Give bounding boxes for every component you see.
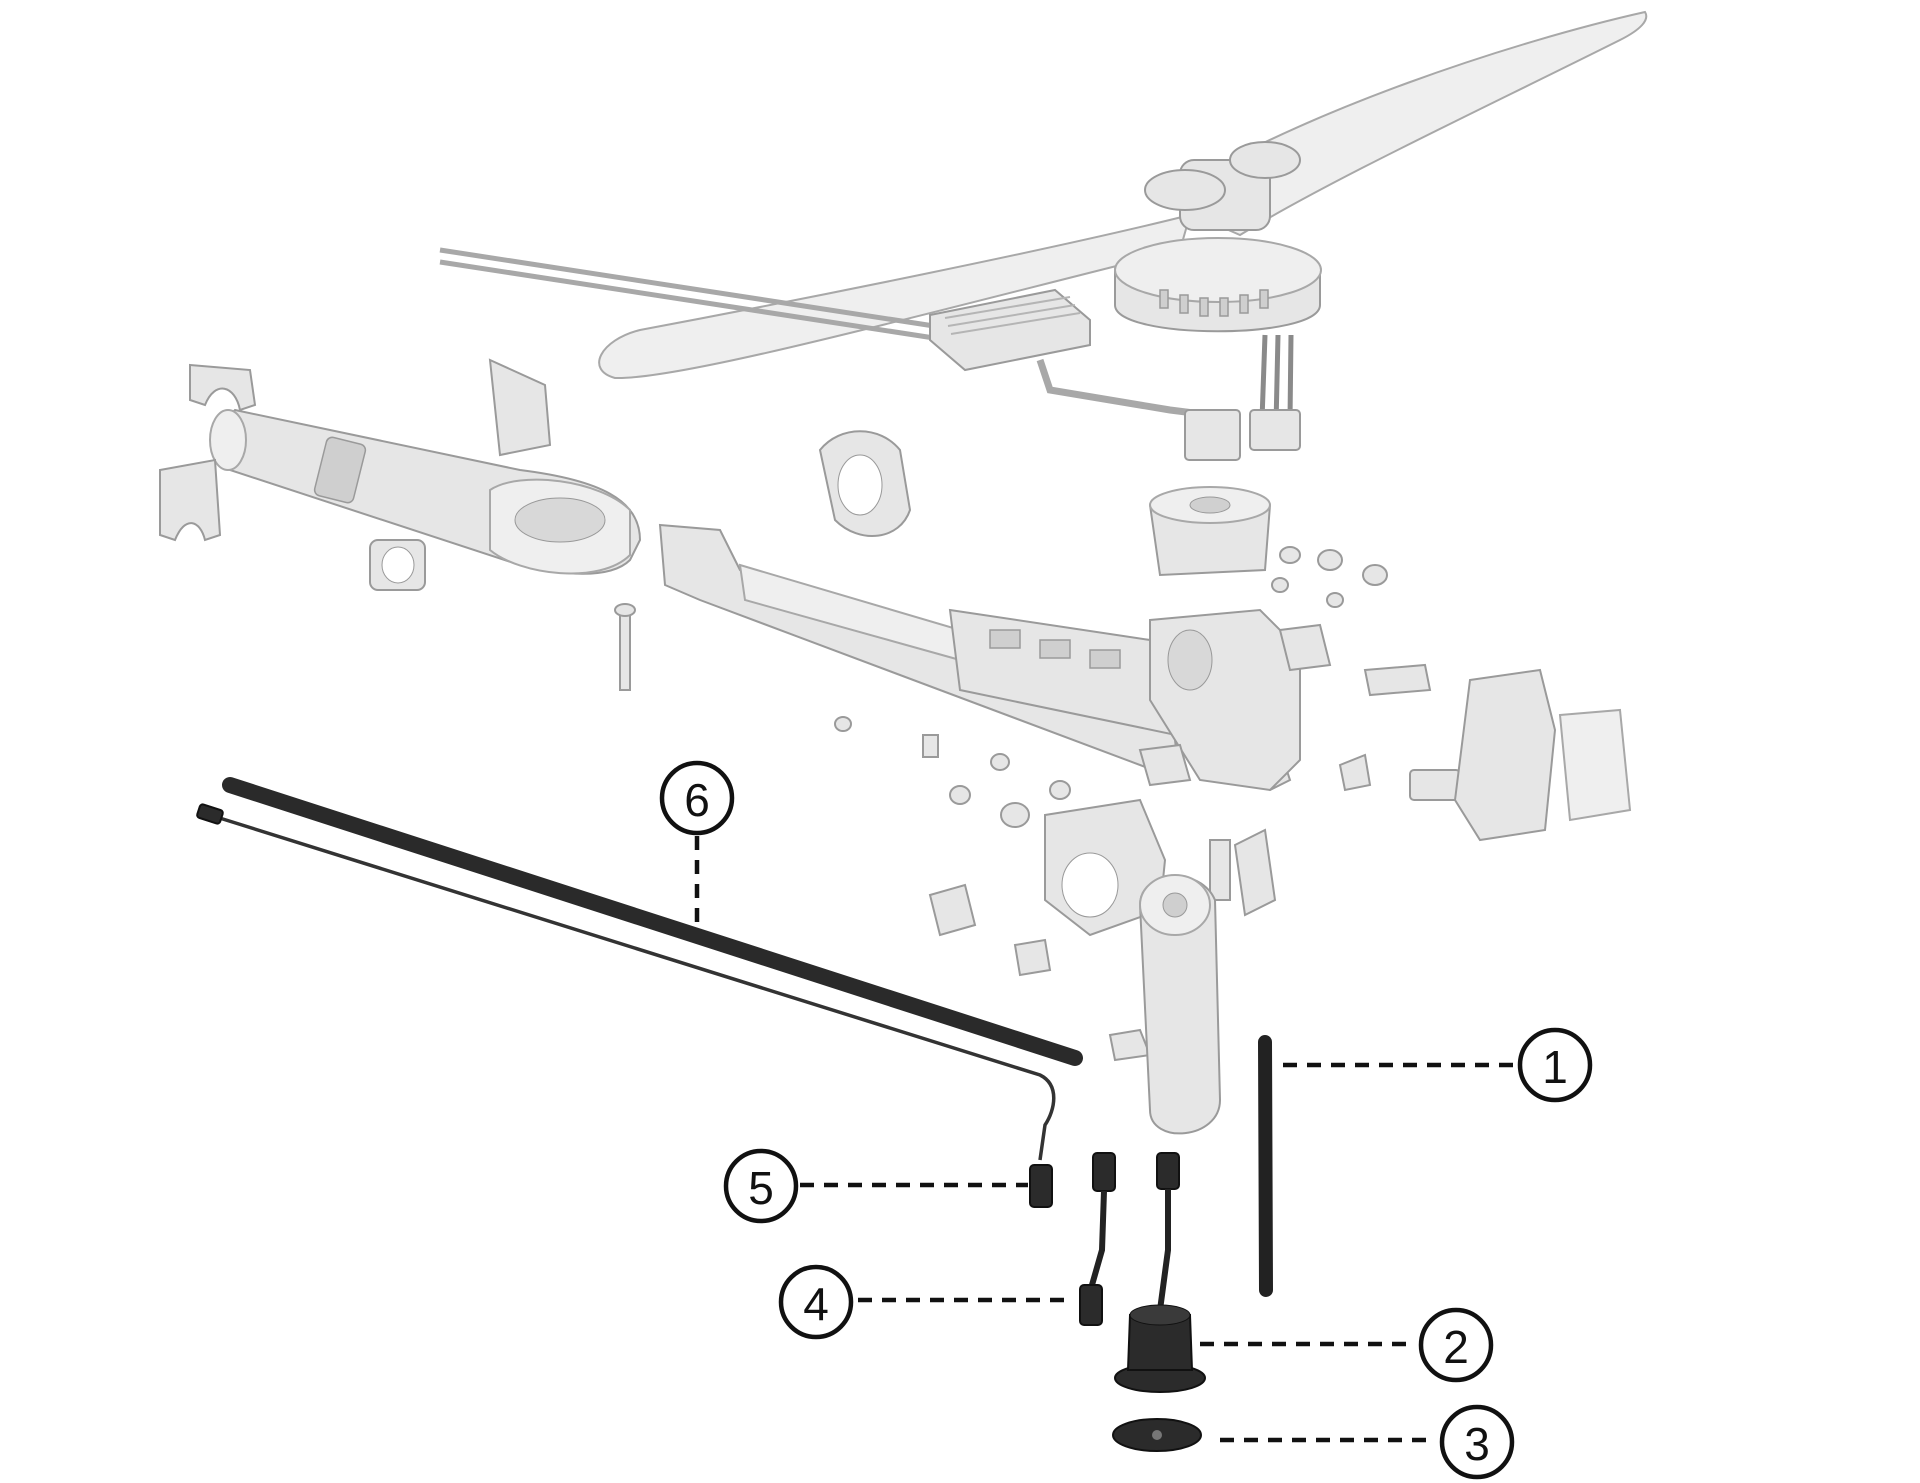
folding-joint xyxy=(928,798,1277,1062)
callout-5: 5 xyxy=(723,1148,799,1224)
callout-6-label: 6 xyxy=(684,774,710,826)
latch-parts xyxy=(1138,623,1632,842)
carbon-tube-6 xyxy=(222,777,1083,1066)
callout-3: 3 xyxy=(1439,1404,1515,1480)
callout-1-label: 1 xyxy=(1542,1041,1568,1093)
cable-5 xyxy=(196,803,1056,1208)
callout-4-label: 4 xyxy=(803,1278,829,1330)
callout-6: 6 xyxy=(659,760,735,836)
callout-2: 2 xyxy=(1418,1307,1494,1383)
rod-1 xyxy=(1258,1035,1273,1297)
motor xyxy=(1114,237,1322,451)
arm-clamp-ring xyxy=(818,430,912,537)
cable-4 xyxy=(1079,1152,1116,1326)
motor-mount xyxy=(1148,486,1272,577)
callout-1: 1 xyxy=(1517,1027,1593,1103)
callout-4: 4 xyxy=(778,1264,854,1340)
disc-3 xyxy=(1112,1418,1202,1452)
clamp-brackets xyxy=(159,358,552,591)
front-arm-tube xyxy=(209,408,642,575)
callout-5-label: 5 xyxy=(748,1162,774,1214)
esc-heatsink xyxy=(439,247,1241,461)
landing-leg xyxy=(1138,874,1222,1135)
fasteners xyxy=(834,546,1388,828)
main-arm-tube xyxy=(658,523,1301,792)
base-2 xyxy=(1114,1304,1206,1393)
cable-to-base xyxy=(1156,1152,1180,1311)
propeller-assembly xyxy=(598,10,1648,380)
callout-3-label: 3 xyxy=(1464,1418,1490,1470)
bolt xyxy=(614,603,636,691)
leader-lines xyxy=(694,836,1515,1443)
callout-2-label: 2 xyxy=(1443,1321,1469,1373)
